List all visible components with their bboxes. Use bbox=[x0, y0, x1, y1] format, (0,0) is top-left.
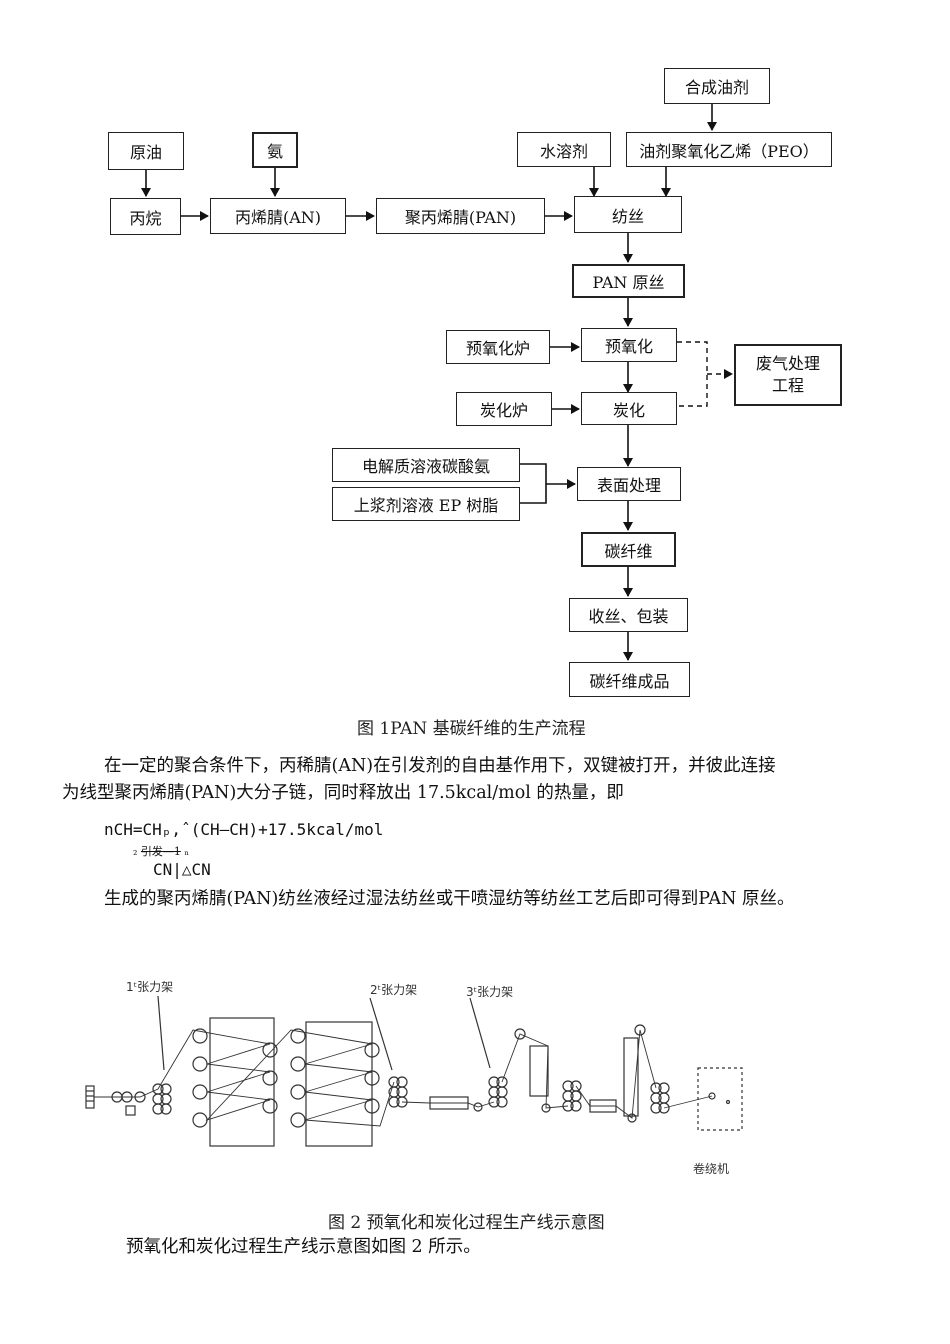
node-polyacrylonitrile: 聚丙烯腈(PAN) bbox=[376, 198, 545, 234]
formula-subscript-line: ₂ 引发—1 ₙ bbox=[133, 843, 189, 859]
formula-sub-a: ₂ bbox=[133, 845, 138, 858]
node-ammonia: 氨 bbox=[252, 132, 298, 168]
paragraph1-line1: 在一定的聚合条件下，丙稀腈(AN)在引发剂的自由基作用下，双键被打开，并彼此连接 bbox=[104, 756, 776, 776]
tension-stand-1-label: 1ᵗ张力架 bbox=[126, 980, 174, 994]
formula-line3: CN|△CN bbox=[153, 860, 211, 879]
node-water-solvent: 水溶剂 bbox=[517, 132, 611, 167]
node-spinning: 纺丝 bbox=[574, 196, 682, 233]
node-winding-packaging: 收丝、包装 bbox=[569, 598, 688, 632]
node-carbonization: 炭化 bbox=[581, 392, 677, 425]
node-acrylonitrile: 丙烯腈(AN) bbox=[210, 198, 346, 234]
node-crude-oil: 原油 bbox=[108, 132, 184, 170]
formula-line1: nCH=CHₚ,ˆ(CH—CH)+17.5kcal/mol bbox=[104, 820, 384, 839]
node-synth-oil: 合成油剂 bbox=[664, 68, 770, 104]
formula-sub-b: 引发—1 bbox=[140, 845, 181, 858]
flowchart-connectors bbox=[141, 104, 733, 661]
paragraph1-line2: 为线型聚丙烯腈(PAN)大分子链，同时释放出 17.5kcal/mol 的热量，… bbox=[62, 783, 624, 803]
figure1-caption: 图 1PAN 基碳纤维的生产流程 bbox=[357, 719, 586, 739]
tension-stand-3-label: 3ᵗ张力架 bbox=[466, 985, 514, 999]
tension-stand-2-label: 2ᵗ张力架 bbox=[370, 983, 418, 997]
node-carbon-fiber: 碳纤维 bbox=[581, 532, 676, 567]
waste-gas-line1: 废气处理 bbox=[755, 354, 820, 373]
node-carb-furnace: 炭化炉 bbox=[456, 392, 552, 426]
figure2-caption: 图 2 预氧化和炭化过程生产线示意图 bbox=[328, 1213, 605, 1230]
formula-sub-c: ₙ bbox=[184, 845, 190, 858]
node-propane: 丙烷 bbox=[110, 198, 181, 235]
node-surface-treatment: 表面处理 bbox=[577, 467, 681, 501]
node-final-product: 碳纤维成品 bbox=[569, 662, 690, 697]
node-preoxidation: 预氧化 bbox=[581, 328, 677, 362]
node-preox-furnace: 预氧化炉 bbox=[446, 330, 550, 364]
node-waste-gas: 废气处理 工程 bbox=[734, 344, 842, 406]
node-pan-precursor: PAN 原丝 bbox=[572, 264, 685, 298]
paragraph2: 生成的聚丙烯腈(PAN)纺丝液经过湿法纺丝或干喷湿纺等纺丝工艺后即可得到PAN … bbox=[104, 889, 795, 909]
node-electrolyte: 电解质溶液碳酸氨 bbox=[332, 448, 520, 482]
node-peo: 油剂聚氧化乙烯（PEO） bbox=[626, 132, 832, 167]
waste-gas-line2: 工程 bbox=[771, 376, 804, 395]
production-line-drawing bbox=[85, 995, 743, 1147]
winder-label: 卷绕机 bbox=[693, 1162, 730, 1176]
node-sizing-agent: 上浆剂溶液 EP 树脂 bbox=[332, 487, 520, 521]
paragraph3: 预氧化和炭化过程生产线示意图如图 2 所示。 bbox=[126, 1237, 481, 1257]
